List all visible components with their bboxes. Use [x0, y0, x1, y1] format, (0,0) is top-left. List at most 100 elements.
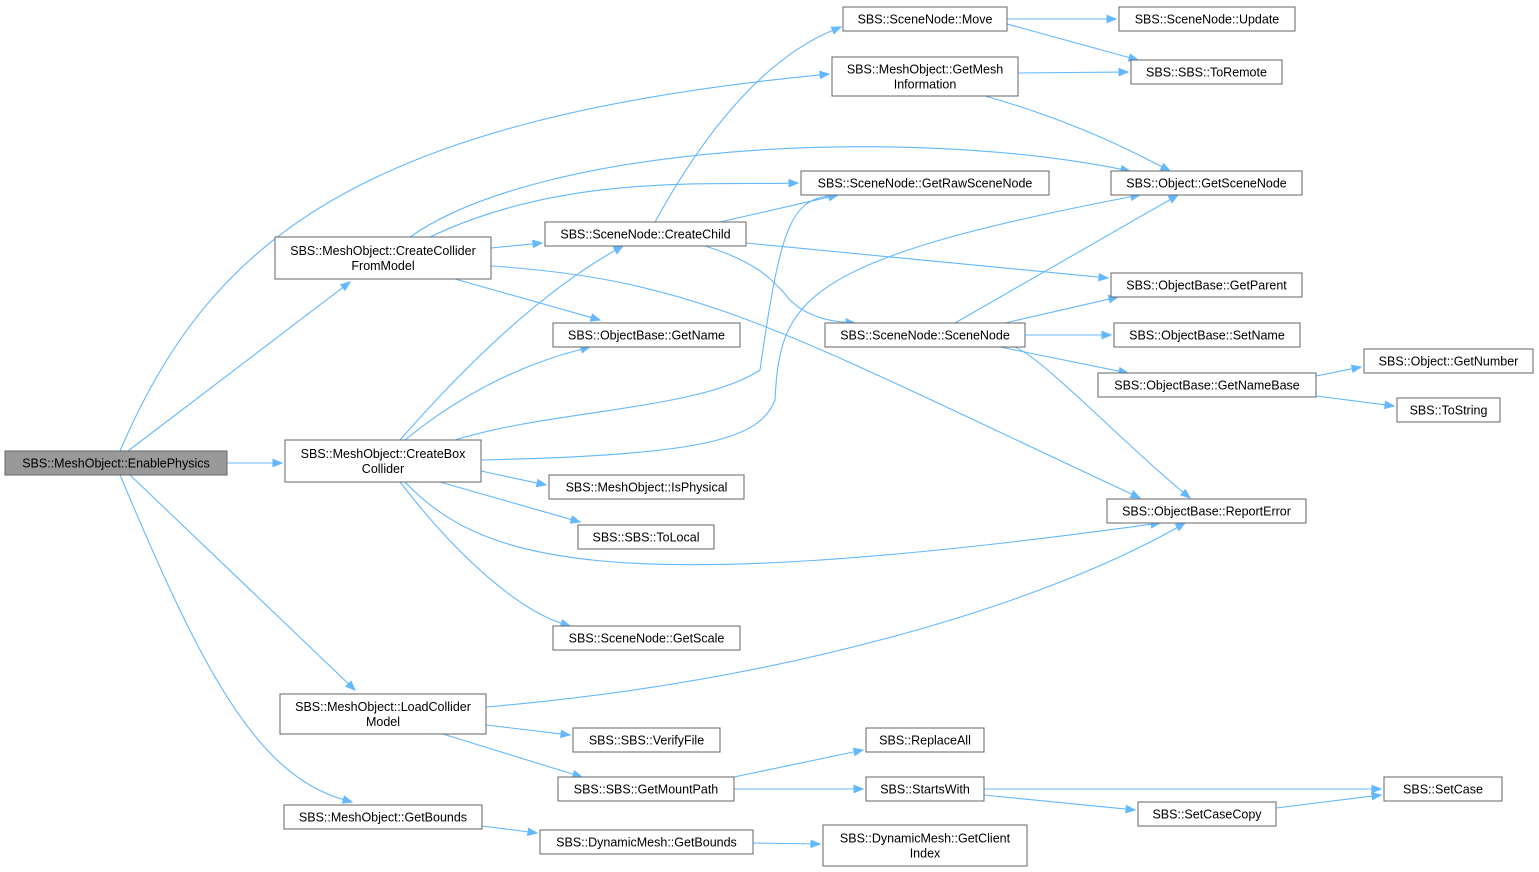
node-startswith[interactable]: SBS::StartsWith: [865, 776, 985, 802]
node-box: [831, 56, 1019, 97]
edge-getmountpath-to-startswith: [734, 784, 865, 794]
node-getscenenode[interactable]: SBS::Object::GetSceneNode: [1110, 170, 1303, 196]
node-label: SBS::DynamicMesh::GetBounds: [556, 836, 737, 850]
node-replaceall[interactable]: SBS::ReplaceAll: [865, 727, 985, 753]
node-setcasecopy[interactable]: SBS::SetCaseCopy: [1137, 801, 1277, 827]
node-createchild[interactable]: SBS::SceneNode::CreateChild: [544, 221, 747, 247]
node-getparent[interactable]: SBS::ObjectBase::GetParent: [1110, 272, 1303, 298]
node-label: SBS::MeshObject::GetMesh: [847, 63, 1003, 77]
edge-line: [490, 243, 535, 249]
node-scenenode[interactable]: SBS::SceneNode::SceneNode: [824, 322, 1026, 348]
node-box: [557, 776, 735, 802]
node-label: SBS::MeshObject::IsPhysical: [566, 481, 728, 495]
edge-arrowhead: [612, 245, 625, 255]
node-getname[interactable]: SBS::ObjectBase::GetName: [552, 322, 741, 348]
edge-scenenode-to-setname: [1025, 330, 1113, 340]
edge-cbc-to-reporterror: [404, 481, 1162, 566]
edge-lcm-to-verifyfile: [485, 724, 572, 739]
edge-enable-to-mo_getbounds: [119, 474, 354, 804]
node-getmountpath[interactable]: SBS::SBS::GetMountPath: [557, 776, 735, 802]
node-box: [1137, 801, 1277, 827]
node-getnamebase[interactable]: SBS::ObjectBase::GetNameBase: [1097, 372, 1317, 398]
node-label: SBS::Object::GetSceneNode: [1126, 177, 1287, 191]
node-label: SBS::ObjectBase::GetName: [568, 329, 725, 343]
node-label: SBS::MeshObject::CreateCollider: [290, 244, 476, 258]
node-box: [572, 727, 721, 753]
node-isphysical[interactable]: SBS::MeshObject::IsPhysical: [548, 474, 745, 500]
edge-arrowhead: [819, 70, 831, 80]
node-sn-move[interactable]: SBS::SceneNode::Move: [842, 6, 1008, 32]
edge-line: [409, 146, 1123, 238]
node-label: Information: [894, 78, 957, 92]
edge-arrowhead: [535, 478, 548, 488]
edge-enable-to-ccfm: [127, 281, 352, 452]
node-getscale[interactable]: SBS::SceneNode::GetScale: [552, 625, 741, 651]
node-label: SBS::SceneNode::CreateChild: [560, 228, 730, 242]
node-mo-getbounds[interactable]: SBS::MeshObject::GetBounds: [283, 804, 483, 830]
node-box: [800, 170, 1050, 196]
edge-enable-to-getmeshinfo: [119, 70, 831, 452]
node-label: SBS::SceneNode::GetScale: [569, 632, 725, 646]
node-label: SBS::ToString: [1410, 404, 1488, 418]
edge-line: [439, 481, 573, 521]
node-label: SBS::ObjectBase::GetNameBase: [1114, 379, 1300, 393]
edge-getnamebase-to-tostring: [1315, 395, 1396, 410]
edge-cbc-to-tolocal: [439, 481, 582, 524]
edge-line: [1017, 71, 1121, 74]
edge-createchild-to-sn_move: [654, 26, 843, 223]
edge-arrowhead: [560, 729, 572, 739]
edge-line: [480, 195, 1133, 461]
edge-lcm-to-reporterror: [485, 522, 1187, 708]
edge-arrowhead: [1167, 194, 1180, 204]
node-getnumber[interactable]: SBS::Object::GetNumber: [1363, 348, 1534, 374]
node-box: [1106, 498, 1307, 524]
node-dm-getbounds[interactable]: SBS::DynamicMesh::GetBounds: [539, 829, 754, 855]
node-setname[interactable]: SBS::ObjectBase::SetName: [1113, 322, 1301, 348]
edge-line: [983, 794, 1128, 810]
edge-arrowhead: [1118, 67, 1130, 77]
node-setcase[interactable]: SBS::SetCase: [1383, 776, 1503, 802]
node-label: SBS::ObjectBase::GetParent: [1126, 279, 1287, 293]
edge-line: [119, 74, 822, 452]
node-tolocal[interactable]: SBS::SBS::ToLocal: [577, 524, 715, 550]
node-box: [842, 6, 1008, 32]
node-box: [1097, 372, 1317, 398]
edge-enable-to-cbc: [227, 458, 284, 468]
edge-cbc-to-createchild: [399, 245, 625, 441]
edge-arrowhead: [272, 458, 284, 468]
node-tostring[interactable]: SBS::ToString: [1396, 397, 1501, 423]
edge-arrowhead: [853, 784, 865, 794]
edge-lcm-to-getmountpath: [442, 733, 584, 779]
edge-layer: [119, 14, 1396, 849]
edge-line: [404, 348, 583, 441]
node-label: SBS::SBS::ToLocal: [592, 531, 699, 545]
node-verifyfile[interactable]: SBS::SBS::VerifyFile: [572, 727, 721, 753]
edge-getmeshinfo-to-toremote: [1017, 67, 1130, 77]
edge-arrowhead: [1098, 272, 1110, 282]
node-getrawscenenode[interactable]: SBS::SceneNode::GetRawSceneNode: [800, 170, 1050, 196]
edge-startswith-to-setcase: [984, 784, 1383, 794]
edge-arrowhead: [589, 313, 602, 322]
edge-line: [399, 481, 563, 625]
edge-line: [733, 751, 856, 778]
edge-line: [745, 242, 1101, 278]
edge-line: [454, 278, 593, 319]
edge-getmeshinfo-to-getscenenode: [984, 95, 1172, 172]
edge-arrowhead: [1371, 784, 1383, 794]
node-enable[interactable]: SBS::MeshObject::EnablePhysics: [4, 450, 228, 476]
edge-sn_move-to-toremote: [1006, 23, 1140, 62]
edge-arrowhead: [569, 515, 582, 524]
edge-getnamebase-to-getnumber: [1315, 364, 1363, 377]
node-reporterror[interactable]: SBS::ObjectBase::ReportError: [1106, 498, 1307, 524]
edge-line: [127, 286, 344, 452]
node-toremote[interactable]: SBS::SBS::ToRemote: [1130, 59, 1283, 85]
node-update[interactable]: SBS::SceneNode::Update: [1118, 6, 1296, 32]
edge-arrowhead: [341, 795, 354, 804]
edge-arrowhead: [1384, 400, 1396, 410]
